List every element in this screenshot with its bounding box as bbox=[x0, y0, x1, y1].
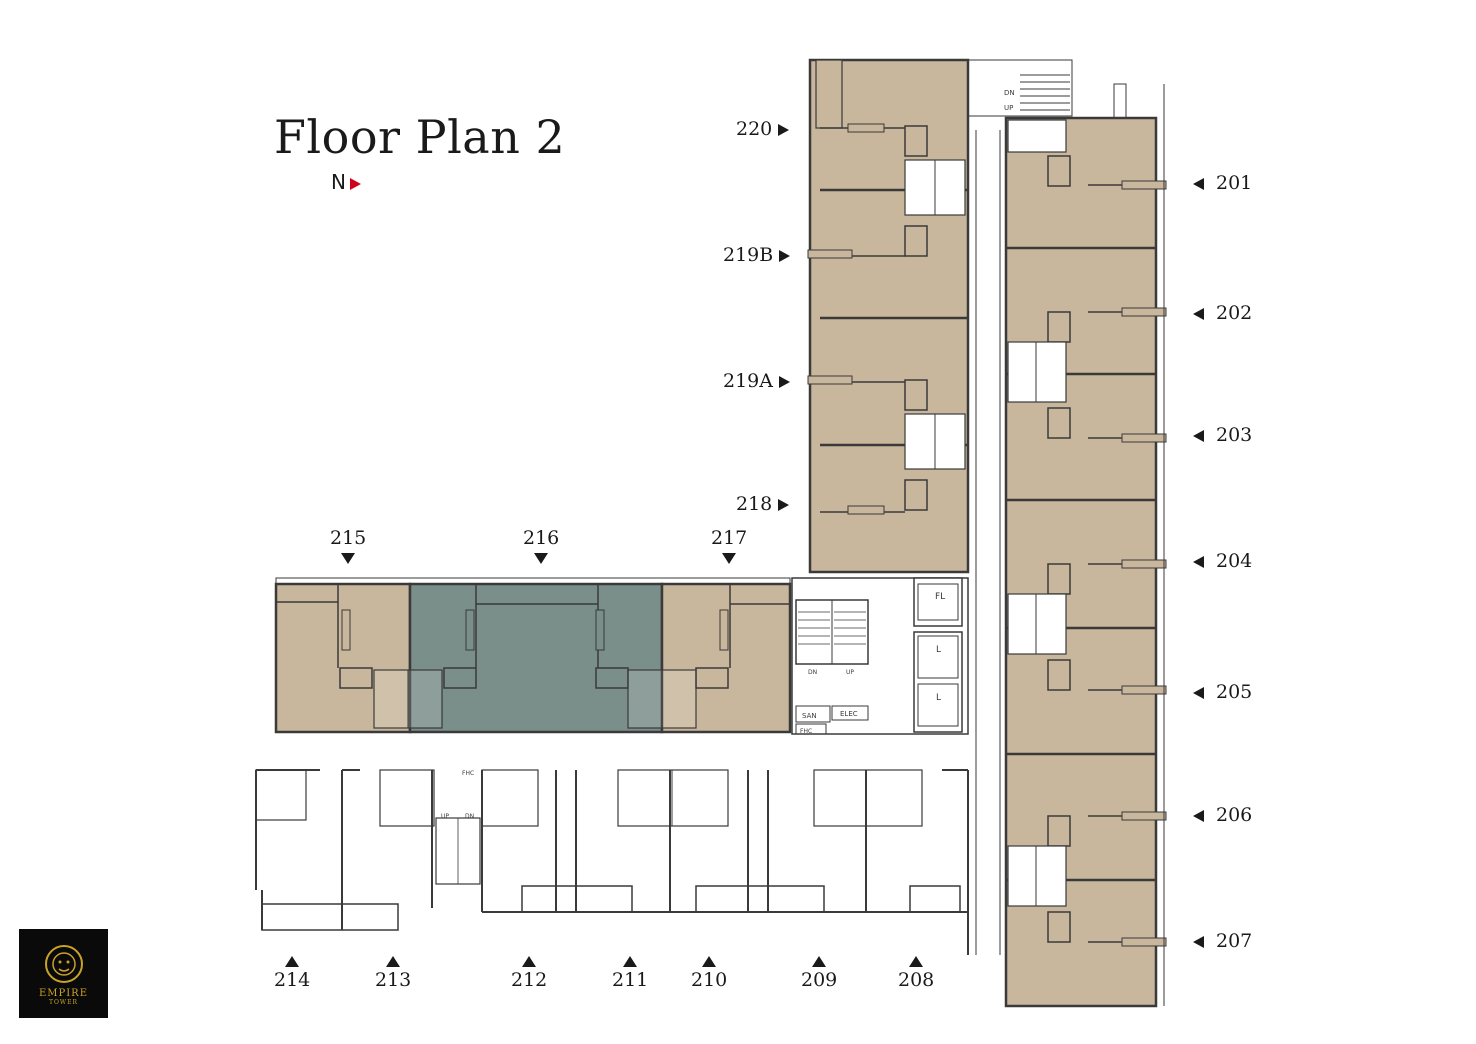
unit-label-219b: 219B bbox=[723, 244, 791, 266]
west-tower bbox=[807, 58, 970, 574]
unit-label-207: 207 bbox=[1193, 930, 1252, 952]
arrow-right-icon bbox=[779, 250, 791, 262]
unit-label-218: 218 bbox=[736, 493, 790, 515]
unit-label-211: 211 bbox=[612, 969, 649, 991]
fhc-label: FHC bbox=[800, 728, 812, 735]
north-wing bbox=[274, 577, 792, 734]
logo-name: EMPIRE bbox=[38, 987, 89, 999]
south-stair-up: UP bbox=[441, 813, 449, 820]
arrow-left-icon bbox=[1193, 936, 1204, 948]
unit-label-202: 202 bbox=[1193, 302, 1252, 324]
arrow-right-icon bbox=[778, 499, 790, 511]
arrow-up-icon bbox=[386, 956, 400, 967]
north-label: N bbox=[331, 170, 346, 194]
arrow-left-icon bbox=[1193, 687, 1204, 699]
arrow-left-icon bbox=[1193, 178, 1204, 190]
lift-2-label: L bbox=[936, 693, 941, 703]
unit-label-209: 209 bbox=[801, 969, 838, 991]
unit-label-215: 215 bbox=[330, 527, 367, 549]
arrow-up-icon bbox=[522, 956, 536, 967]
lion-crest-icon bbox=[44, 944, 83, 983]
arrow-down-icon bbox=[341, 553, 355, 564]
san-label: SAN bbox=[802, 712, 817, 720]
arrow-up-icon bbox=[623, 956, 637, 967]
top-stair-up: UP bbox=[1004, 104, 1013, 112]
arrow-right-icon bbox=[778, 124, 790, 136]
unit-label-208: 208 bbox=[898, 969, 935, 991]
south-wing bbox=[255, 769, 969, 955]
unit-label-217: 217 bbox=[711, 527, 748, 549]
unit-label-203: 203 bbox=[1193, 424, 1252, 446]
building-core bbox=[791, 577, 969, 735]
fhc-label-south: FHC bbox=[462, 770, 474, 777]
elec-label: ELEC bbox=[840, 710, 858, 718]
freight-lift-label: FL bbox=[935, 592, 945, 602]
arrow-right-icon bbox=[779, 376, 790, 388]
lift-1-label: L bbox=[936, 645, 941, 655]
arrow-left-icon bbox=[1193, 308, 1204, 320]
arrow-up-icon bbox=[909, 956, 923, 967]
north-arrow-icon bbox=[349, 177, 361, 190]
unit-label-216: 216 bbox=[523, 527, 560, 549]
arrow-down-icon bbox=[534, 553, 548, 564]
unit-label-214: 214 bbox=[274, 969, 311, 991]
unit-label-206: 206 bbox=[1193, 804, 1252, 826]
core-stair-up: UP bbox=[846, 669, 854, 676]
unit-label-210: 210 bbox=[691, 969, 728, 991]
unit-label-205: 205 bbox=[1193, 681, 1252, 703]
unit-label-212: 212 bbox=[511, 969, 548, 991]
logo-subtitle: TOWER bbox=[49, 998, 78, 1006]
arrow-up-icon bbox=[812, 956, 826, 967]
page-title: Floor Plan 2 bbox=[274, 110, 566, 164]
arrow-left-icon bbox=[1193, 430, 1204, 442]
arrow-down-icon bbox=[722, 553, 736, 564]
core-stair-dn: DN bbox=[808, 669, 817, 676]
arrow-left-icon bbox=[1193, 810, 1204, 822]
empire-tower-logo: EMPIRE TOWER bbox=[19, 929, 108, 1018]
unit-label-219a: 219A bbox=[723, 370, 790, 392]
unit-label-213: 213 bbox=[375, 969, 412, 991]
unit-label-204: 204 bbox=[1193, 550, 1252, 572]
arrow-up-icon bbox=[702, 956, 716, 967]
unit-label-220: 220 bbox=[736, 118, 790, 140]
top-stair bbox=[967, 59, 1073, 117]
arrow-up-icon bbox=[285, 956, 299, 967]
top-stair-dn: DN bbox=[1004, 89, 1015, 97]
east-tower bbox=[1004, 83, 1167, 1008]
north-indicator: N bbox=[331, 170, 361, 194]
arrow-left-icon bbox=[1193, 556, 1204, 568]
unit-label-201: 201 bbox=[1193, 172, 1252, 194]
south-stair-dn: DN bbox=[465, 813, 474, 820]
